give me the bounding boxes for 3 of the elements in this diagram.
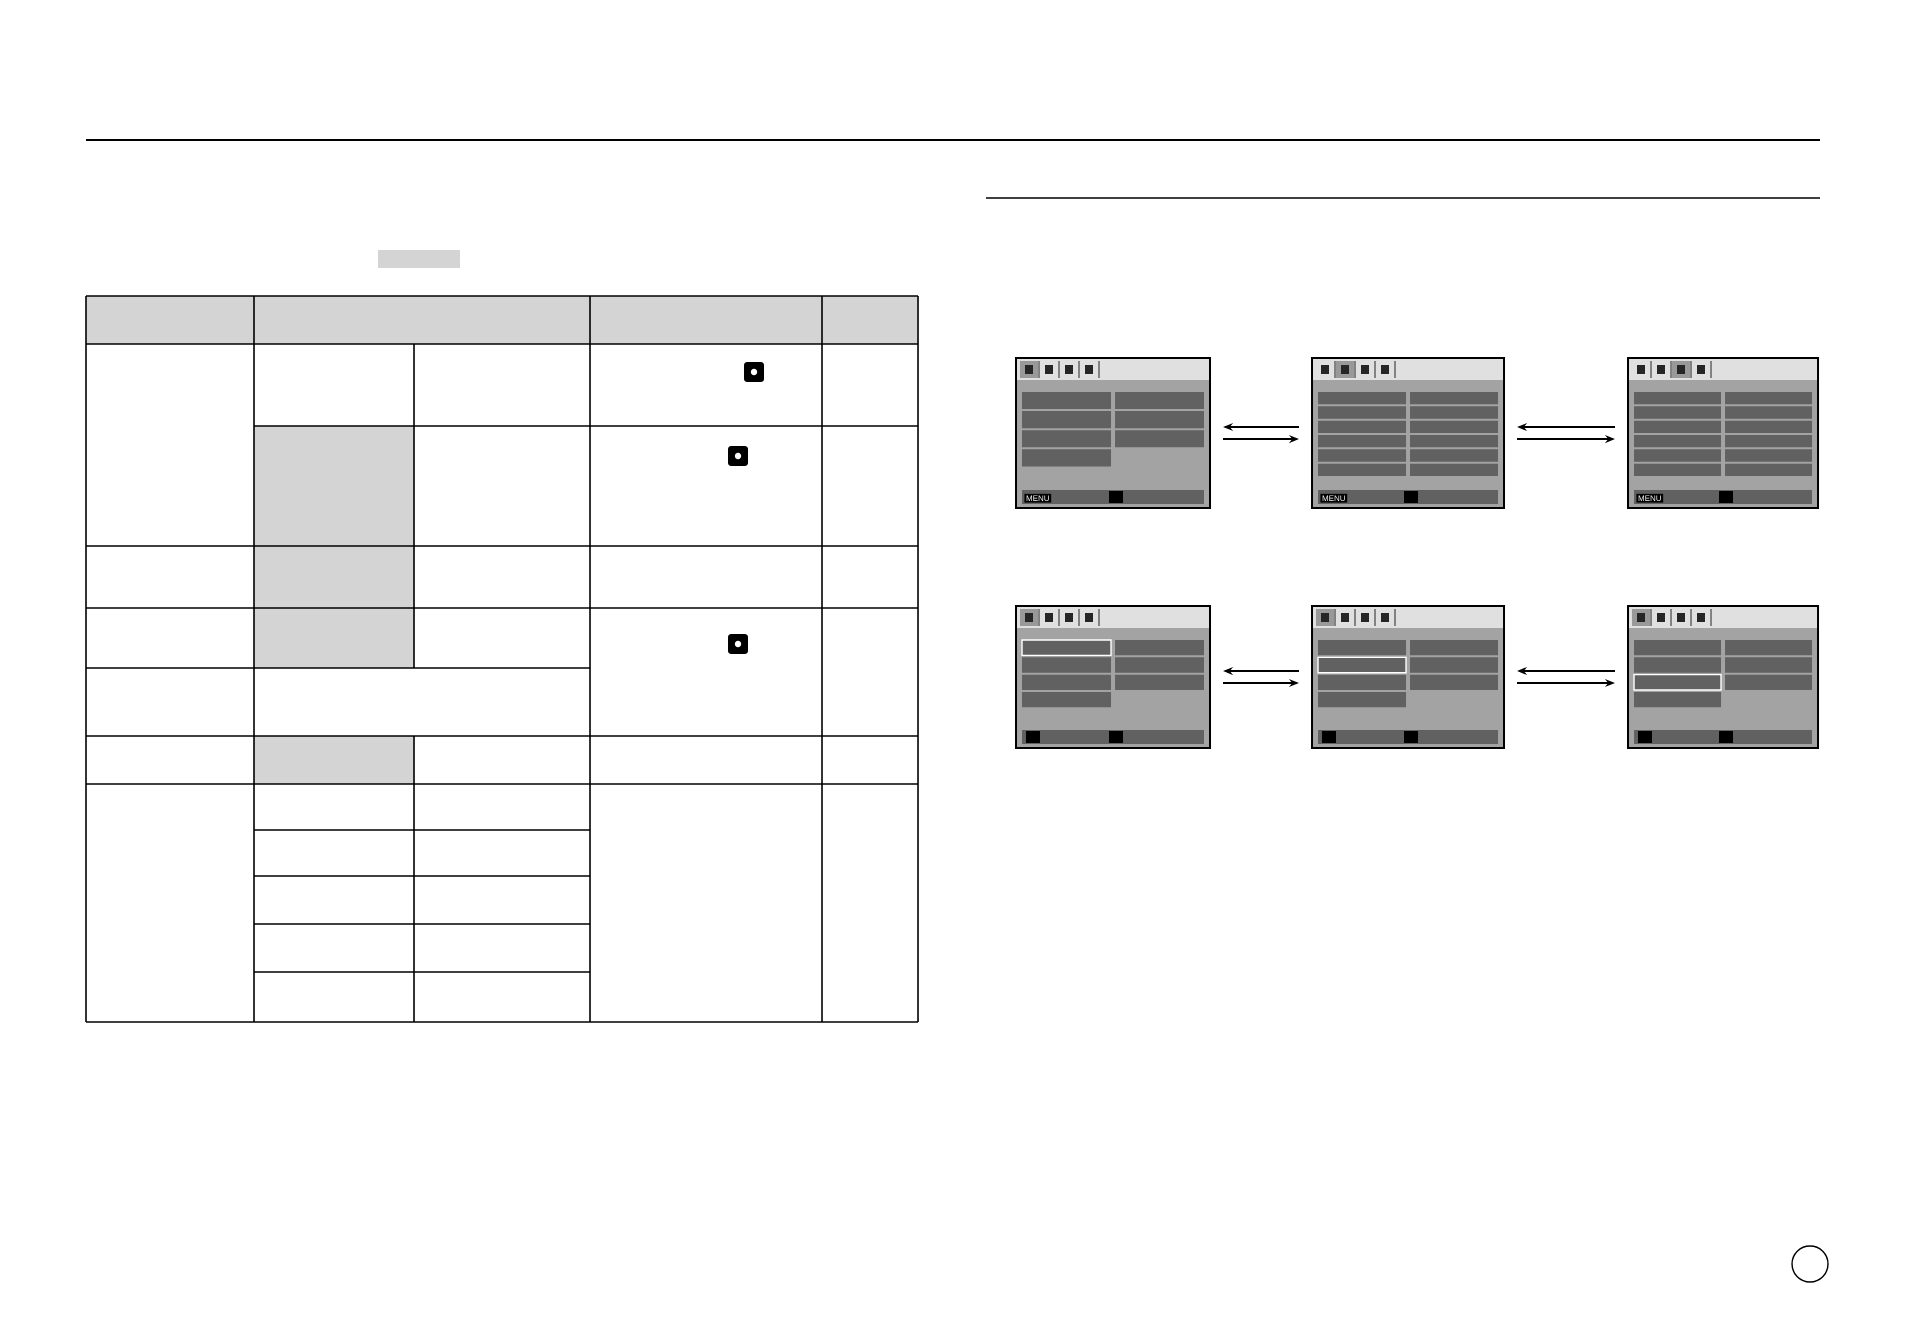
menu-screen-drawing xyxy=(1311,605,1505,749)
menu-screen-drawing xyxy=(1015,605,1211,749)
menu-screen-drawing xyxy=(1627,605,1819,749)
